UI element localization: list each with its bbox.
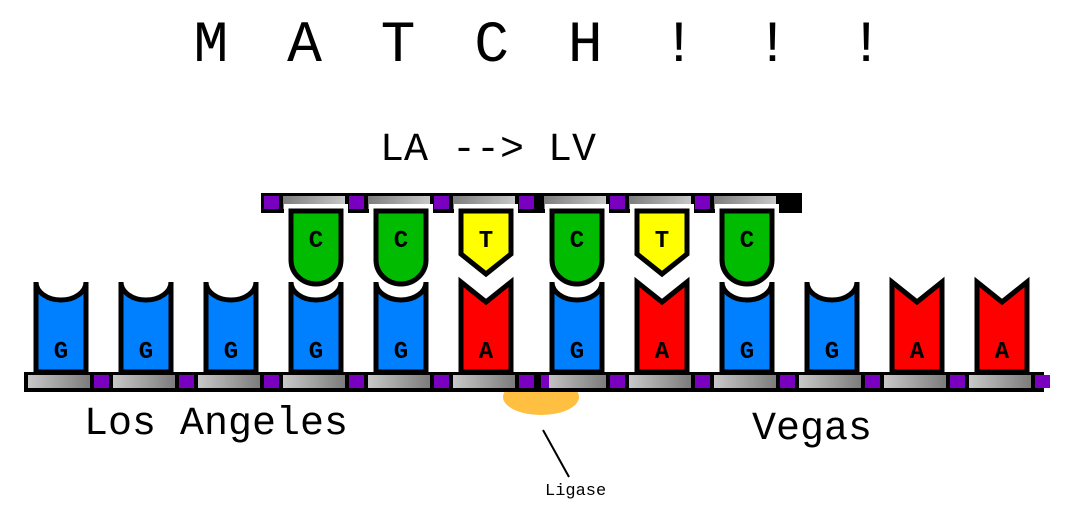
base-shape	[458, 276, 514, 375]
sugar-unit	[714, 375, 776, 388]
phosphate-linker	[695, 196, 710, 209]
base-shape	[804, 281, 860, 375]
base-G: G	[33, 281, 89, 375]
phosphate-linker	[541, 375, 549, 388]
base-letter: G	[224, 339, 238, 366]
base-G: G	[288, 281, 344, 375]
base-C: C	[284, 204, 348, 291]
phosphate-linker	[264, 196, 279, 209]
base-letter: G	[139, 339, 153, 366]
title: M A T C H ! ! !	[193, 14, 896, 79]
base-shape	[373, 281, 429, 375]
phosphate-linker	[780, 375, 795, 388]
phosphate-linker	[950, 375, 965, 388]
base-shape	[634, 208, 690, 278]
base-letter: T	[655, 228, 669, 255]
base-C: C	[715, 204, 779, 291]
base-shape	[549, 281, 605, 375]
base-A: A	[458, 276, 514, 375]
phosphate-linker	[519, 375, 534, 388]
base-T: T	[454, 204, 518, 283]
base-letter: C	[309, 228, 323, 255]
phosphate-linker	[434, 375, 449, 388]
base-T: T	[630, 204, 694, 283]
phosphate-linker	[179, 375, 194, 388]
sugar-unit	[544, 375, 606, 388]
base-letter: G	[740, 339, 754, 366]
base-letter: A	[910, 339, 925, 366]
base-shape	[719, 208, 775, 287]
base-letter: C	[394, 228, 408, 255]
phosphate-linker	[519, 196, 534, 209]
base-letter: C	[740, 228, 754, 255]
base-letter: G	[825, 339, 839, 366]
sugar-unit	[198, 375, 260, 388]
base-G: G	[719, 281, 775, 375]
ligase-label: Ligase	[545, 482, 607, 501]
sugar-unit	[368, 375, 430, 388]
sugar-unit	[799, 375, 861, 388]
sugar-unit	[28, 375, 90, 388]
sugar-unit	[629, 375, 691, 388]
base-shape	[458, 208, 514, 278]
sugar-unit	[283, 375, 345, 388]
los-angeles-label: Los Angeles	[84, 402, 349, 447]
base-A: A	[889, 276, 945, 375]
base-letter: A	[479, 339, 494, 366]
base-letter: T	[479, 228, 493, 255]
base-shape	[33, 281, 89, 375]
base-letter: G	[54, 339, 68, 366]
base-C: C	[369, 204, 433, 291]
ligase-pointer-line	[542, 429, 570, 478]
base-shape	[889, 276, 945, 375]
sugar-unit	[453, 375, 515, 388]
subtitle: LA --> LV	[380, 128, 597, 173]
base-shape	[634, 276, 690, 375]
base-A: A	[634, 276, 690, 375]
base-G: G	[804, 281, 860, 375]
base-shape	[288, 208, 344, 287]
base-G: G	[549, 281, 605, 375]
base-G: G	[373, 281, 429, 375]
base-shape	[549, 208, 605, 287]
phosphate-linker	[349, 375, 364, 388]
phosphate-linker	[610, 375, 625, 388]
base-shape	[288, 281, 344, 375]
vegas-label: Vegas	[752, 407, 873, 452]
sugar-unit	[884, 375, 946, 388]
phosphate-linker	[865, 375, 880, 388]
base-letter: G	[570, 339, 584, 366]
base-letter: A	[995, 339, 1010, 366]
phosphate-linker	[349, 196, 364, 209]
phosphate-linker	[264, 375, 279, 388]
base-letter: A	[655, 339, 670, 366]
base-letter: C	[570, 228, 584, 255]
base-letter: G	[309, 339, 323, 366]
base-shape	[373, 208, 429, 287]
phosphate-linker	[610, 196, 625, 209]
phosphate-linker	[695, 375, 710, 388]
base-letter: G	[394, 339, 408, 366]
base-shape	[719, 281, 775, 375]
sugar-unit	[969, 375, 1031, 388]
phosphate-linker	[94, 375, 109, 388]
base-A: A	[974, 276, 1030, 375]
base-G: G	[118, 281, 174, 375]
base-shape	[203, 281, 259, 375]
base-G: G	[203, 281, 259, 375]
base-C: C	[545, 204, 609, 291]
base-shape	[974, 276, 1030, 375]
phosphate-linker	[434, 196, 449, 209]
base-shape	[118, 281, 174, 375]
sugar-unit	[113, 375, 175, 388]
phosphate-linker	[1035, 375, 1050, 388]
